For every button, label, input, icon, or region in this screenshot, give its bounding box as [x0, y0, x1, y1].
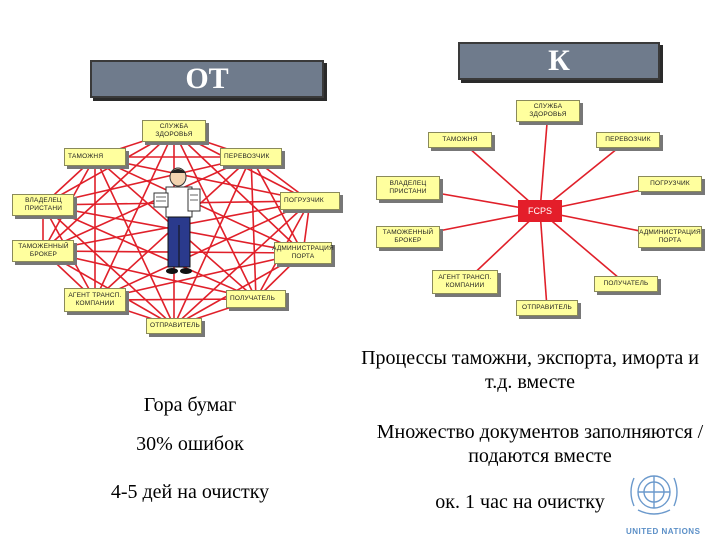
left-box-health-label: СЛУЖБА ЗДОРОВЬЯ — [155, 123, 193, 138]
left-network-line — [42, 130, 175, 252]
left-text-line3: 4-5 дей на очистку — [110, 481, 270, 503]
right-text-processes: Процессы таможни, экспорта, имορта и т.д… — [360, 346, 700, 394]
right-box-sender-label: ОТПРАВИТЕЛЬ — [522, 304, 572, 311]
left-box-loader: ПОГРУЗЧИК — [280, 192, 340, 210]
right-box-receiver: ПОЛУЧАТЕЛЬ — [594, 276, 658, 292]
right-box-transport-agent: АГЕНТ ТРАНСП. КОМПАНИИ — [432, 270, 498, 294]
right-spoke-line — [539, 210, 548, 309]
left-text-line1: Гора бумаг — [143, 394, 237, 416]
left-box-sender: ОТПРАВИТЕЛЬ — [146, 318, 202, 334]
right-box-pier-owner: ВЛАДЕЛЕЦ ПРИСТАНИ — [376, 176, 440, 200]
left-box-customs-label: ТАМОЖНЯ — [68, 153, 104, 160]
right-box-receiver-label: ПОЛУЧАТЕЛЬ — [603, 280, 649, 287]
right-box-health-label: СЛУЖБА ЗДОРОВЬЯ — [529, 103, 567, 118]
un-logo-text: UNITED NATIONS — [626, 527, 700, 536]
left-network-line — [173, 156, 252, 327]
header-to-label: К — [548, 44, 570, 77]
right-box-customs-label: ТАМОЖНЯ — [442, 136, 478, 143]
left-network-line — [94, 200, 311, 301]
left-box-carrier-label: ПЕРЕВОЗЧИК — [224, 153, 270, 160]
right-text-line3: ок. 1 час на очистку — [435, 491, 605, 513]
right-box-health-service: СЛУЖБА ЗДОРОВЬЯ — [516, 100, 580, 122]
right-box-carrier: ПЕРЕВОЗЧИК — [596, 132, 660, 148]
header-to: К — [458, 42, 660, 80]
un-logo-text-label: UNITED NATIONS — [626, 527, 701, 536]
right-spoke-line — [539, 139, 629, 212]
left-box-port-admin-label: АДМИНИСТРАЦИЯ ПОРТА — [272, 245, 334, 260]
left-network-line — [173, 130, 257, 300]
left-network-line — [94, 156, 175, 327]
left-network-line — [94, 252, 304, 301]
left-text-clearance-time: 4-5 дей на очистку — [60, 480, 320, 504]
left-network-line — [94, 130, 175, 301]
person-with-papers-icon — [153, 167, 201, 274]
right-box-loader: ПОГРУЗЧИК — [638, 176, 702, 192]
left-text-error-rate: 30% ошибок — [90, 432, 290, 456]
right-hub-fcps-label: FCPS — [527, 206, 552, 216]
right-text-clearance-time: ок. 1 час на очистку — [390, 490, 650, 514]
left-box-transport-agent-label: АГЕНТ ТРАНСП. КОМПАНИИ — [68, 292, 122, 307]
left-network-line — [173, 200, 311, 327]
left-network-line — [250, 156, 304, 254]
left-box-broker-label: ТАМОЖЕННЫЙ БРОКЕР — [18, 243, 69, 258]
left-text-paper-mountain: Гора бумаг — [90, 393, 290, 417]
right-box-sender: ОТПРАВИТЕЛЬ — [516, 300, 578, 316]
right-box-broker-label: ТАМОЖЕННЫЙ БРОКЕР — [382, 229, 434, 244]
left-box-port-admin: АДМИНИСТРАЦИЯ ПОРТА — [272, 242, 334, 264]
right-box-port-admin-label: АДМИНИСТРАЦИЯ ПОРТА — [639, 229, 701, 244]
right-box-carrier-label: ПЕРЕВОЗЧИК — [605, 136, 651, 143]
header-from-label: ОТ — [185, 62, 229, 95]
right-text-line2: Множество документов заполняются / подаю… — [376, 421, 704, 467]
right-text-documents: Множество документов заполняются / подаю… — [360, 420, 720, 468]
left-network-line — [42, 250, 257, 300]
header-from: ОТ — [90, 60, 324, 98]
left-box-carrier: ПЕРЕВОЗЧИК — [220, 148, 282, 166]
left-box-customs-broker: ТАМОЖЕННЫЙ БРОКЕР — [12, 240, 74, 262]
right-box-transport-agent-label: АГЕНТ ТРАНСП. КОМПАНИИ — [438, 274, 492, 289]
left-box-receiver: ПОЛУЧАТЕЛЬ — [226, 290, 286, 308]
right-hub-fcps: FCPS — [518, 200, 562, 222]
left-box-health-service: СЛУЖБА ЗДОРОВЬЯ — [142, 120, 206, 142]
right-spoke-line — [539, 110, 549, 212]
right-text-line1: Процессы таможни, экспорта, имορта и т.д… — [361, 347, 699, 393]
right-spoke-line — [459, 139, 541, 212]
left-box-customs: ТАМОЖНЯ — [64, 148, 126, 166]
left-box-loader-label: ПОГРУЗЧИК — [284, 197, 324, 204]
left-box-receiver-label: ПОЛУЧАТЕЛЬ — [230, 295, 276, 302]
right-box-port-admin: АДМИНИСТРАЦИЯ ПОРТА — [638, 226, 702, 248]
right-box-customs-broker: ТАМОЖЕННЫЙ БРОКЕР — [376, 226, 440, 248]
left-network-line — [173, 130, 304, 254]
left-box-pier-owner-label: ВЛАДЕЛЕЦ ПРИСТАНИ — [24, 197, 63, 212]
un-emblem-icon — [630, 475, 678, 515]
left-network-line — [42, 156, 252, 206]
left-box-pier-owner: ВЛАДЕЛЕЦ ПРИСТАНИ — [12, 194, 74, 216]
right-spoke-line — [539, 210, 627, 285]
right-box-customs: ТАМОЖНЯ — [428, 132, 492, 148]
left-box-sender-label: ОТПРАВИТЕЛЬ — [150, 322, 200, 329]
left-network-line — [250, 156, 257, 300]
right-box-pier-owner-label: ВЛАДЕЛЕЦ ПРИСТАНИ — [389, 180, 427, 195]
left-text-line2: 30% ошибок — [136, 433, 244, 455]
left-network-line — [173, 252, 304, 327]
left-box-transport-agent: АГЕНТ ТРАНСП. КОМПАНИИ — [64, 288, 126, 312]
right-box-loader-label: ПОГРУЗЧИК — [650, 180, 690, 187]
